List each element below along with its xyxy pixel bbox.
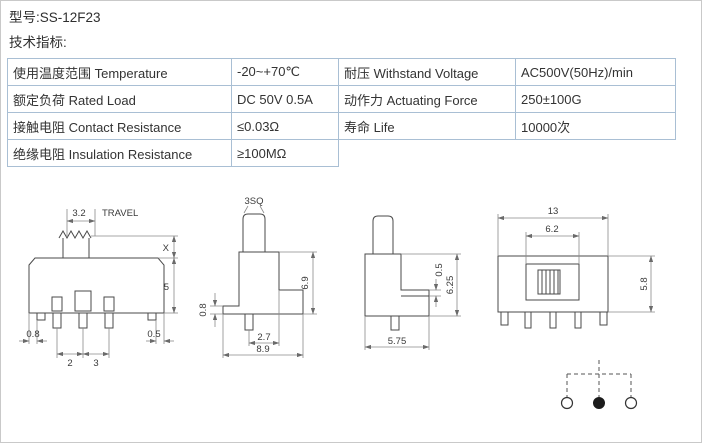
mount-lug — [500, 311, 509, 326]
knob-travel-zigzag — [58, 229, 92, 240]
switch-body — [222, 251, 304, 315]
dim-pin-pitch-a: 2 — [67, 358, 72, 369]
spec-row: 使用温度范围 Temperature -20~+70℃ 耐压 Withstand… — [7, 58, 676, 86]
spec-value-empty — [516, 140, 676, 167]
spec-section-title: 技术指标: — [9, 35, 67, 50]
dim-right-offset: 0.5 — [147, 329, 160, 340]
terminal-circle-common — [593, 397, 605, 409]
schematic-dashed-lines — [566, 360, 632, 397]
dim-left-offset: 0.8 — [26, 329, 39, 340]
spec-param: 耐压 Withstand Voltage — [338, 58, 516, 86]
spec-param: 额定负荷 Rated Load — [7, 85, 232, 113]
dim-plate-thickness: 0.5 — [434, 263, 445, 276]
spec-param: 动作力 Actuating Force — [338, 85, 516, 113]
dim-travel-width: 3.2 — [72, 208, 85, 219]
spec-value: AC500V(50Hz)/min — [515, 58, 676, 86]
mount-lug — [599, 311, 608, 326]
spec-param: 绝缘电阻 Insulation Resistance — [7, 139, 232, 167]
spec-row: 绝缘电阻 Insulation Resistance ≥100MΩ — [7, 139, 676, 167]
dim-knob-height: X — [163, 243, 170, 254]
front-view-dimension-text: 3.2 TRAVEL X 5 0.8 2 3 0.5 — [26, 208, 169, 369]
spec-param: 使用温度范围 Temperature — [7, 58, 232, 86]
technical-drawings: 3.2 TRAVEL X 5 0.8 2 3 0.5 — [19, 196, 655, 410]
dim-pin-pitch-b: 3 — [93, 358, 98, 369]
slider-slot — [525, 263, 580, 301]
spec-value: ≤0.03Ω — [231, 112, 339, 140]
dim-total-width: 13 — [548, 206, 559, 217]
spec-param: 接触电阻 Contact Resistance — [7, 112, 232, 140]
rear-view-dimension-lines — [497, 214, 655, 313]
spec-value: -20~+70℃ — [231, 58, 339, 86]
spec-table: 使用温度范围 Temperature -20~+70℃ 耐压 Withstand… — [7, 58, 676, 167]
spec-value: 10000次 — [515, 112, 676, 140]
terminal-pin — [52, 312, 62, 329]
terminal-pin — [104, 312, 114, 329]
circuit-schematic — [560, 360, 638, 410]
side-view-b-dimension-text: 0.5 6.25 5.75 — [388, 263, 456, 347]
front-view-dimension-lines — [19, 209, 178, 358]
terminal-pin — [78, 312, 88, 329]
switch-body — [364, 253, 430, 317]
slider-knob-hatch — [541, 270, 559, 294]
dim-body-height: 6.25 — [445, 276, 456, 295]
terminal-pin — [549, 311, 557, 329]
knob-sides — [62, 238, 90, 258]
mount-lug — [147, 312, 157, 321]
mount-lug — [36, 312, 46, 321]
terminal-pin — [244, 313, 254, 331]
spec-value: DC 50V 0.5A — [231, 85, 339, 113]
model-number: 型号:SS-12F23 — [9, 10, 101, 25]
dim-pin-to-edge: 2.7 — [257, 332, 270, 343]
front-view-outline — [28, 229, 165, 329]
spec-param-empty — [339, 140, 516, 167]
dim-body-height: 5 — [164, 282, 169, 293]
spec-value: ≥100MΩ — [231, 139, 339, 167]
spec-value: 250±100G — [515, 85, 676, 113]
dim-slot-width: 6.2 — [545, 224, 558, 235]
dim-body-height: 6.9 — [300, 276, 311, 289]
dim-shaft-square: 3SQ — [244, 196, 263, 207]
terminal-pin — [574, 311, 582, 329]
rear-view-dimension-text: 13 6.2 5.8 — [545, 206, 650, 291]
slider-knob — [537, 269, 561, 295]
terminal-pin — [524, 311, 532, 329]
terminal-circle-open — [560, 396, 574, 410]
side-view-a-dimension-text: 3SQ 0.8 2.7 8.9 6.9 — [198, 196, 311, 355]
spec-param: 寿命 Life — [338, 112, 516, 140]
switch-body — [28, 257, 165, 314]
dim-body-length: 8.9 — [256, 344, 269, 355]
side-view-a-outline — [222, 213, 304, 331]
side-view-b-outline — [364, 215, 430, 331]
side-view-b-dimension-lines — [364, 253, 461, 350]
terminal-circle-open — [624, 396, 638, 410]
spec-row: 接触电阻 Contact Resistance ≤0.03Ω 寿命 Life 1… — [7, 112, 676, 140]
side-view-a-dimension-lines — [210, 205, 317, 358]
spec-row: 额定负荷 Rated Load DC 50V 0.5A 动作力 Actuatin… — [7, 85, 676, 113]
dim-tab-thickness: 0.8 — [198, 303, 209, 316]
dim-travel-label: TRAVEL — [102, 208, 138, 219]
dim-body-length: 5.75 — [388, 336, 407, 347]
dim-body-height: 5.8 — [639, 277, 650, 290]
actuator-shaft — [242, 213, 266, 252]
actuator-shaft — [372, 215, 394, 254]
inner-contacts — [51, 290, 115, 312]
terminal-pin — [390, 315, 400, 331]
rear-view-outline — [497, 255, 609, 329]
